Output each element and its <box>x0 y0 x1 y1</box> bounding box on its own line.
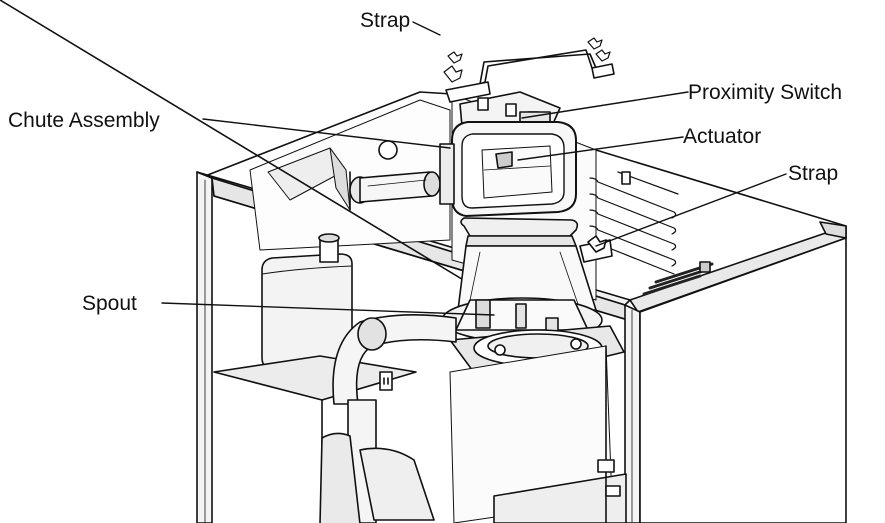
lower-chassis <box>449 345 627 523</box>
callout-actuator: Actuator <box>683 125 762 148</box>
chute-assembly <box>439 91 613 311</box>
outlet <box>379 371 393 391</box>
callout-strap-right: Strap <box>788 162 839 185</box>
callout-proximity-switch: Proximity Switch <box>688 81 843 104</box>
leader-lines <box>161 21 787 316</box>
water-tank <box>261 233 353 369</box>
strap-top <box>0 0 615 291</box>
callout-strap-top: Strap <box>360 9 411 32</box>
callout-chute-assembly: Chute Assembly <box>8 109 160 132</box>
callout-spout: Spout <box>82 292 137 315</box>
hose <box>319 314 457 523</box>
rod <box>349 171 441 204</box>
inner-left-wall <box>249 99 451 251</box>
